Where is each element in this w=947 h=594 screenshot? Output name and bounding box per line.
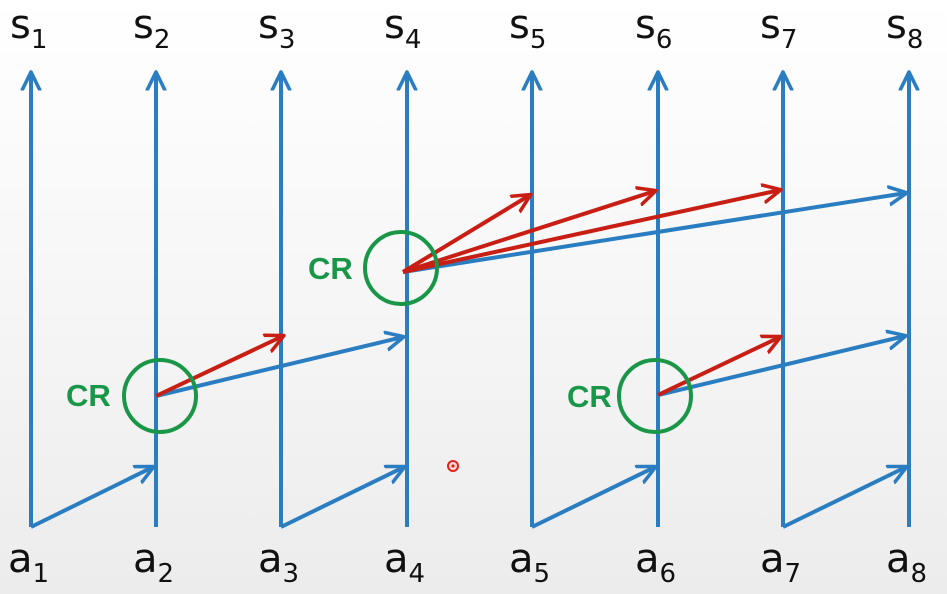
label-s2: s2 <box>133 2 170 55</box>
top-labels: s1 s2 s3 s4 s5 s6 s7 s8 <box>10 2 923 55</box>
label-s3: s3 <box>258 2 295 55</box>
red-arrow-4-5 <box>401 195 530 274</box>
carry-arrow-3-4 <box>280 467 404 529</box>
carry-arrow-7-8 <box>782 467 906 529</box>
label-a2: a2 <box>133 536 174 589</box>
bottom-labels: a1 a2 a3 a4 a5 a6 a7 a8 <box>8 536 927 589</box>
label-a8: a8 <box>886 536 927 589</box>
cr-group-6: CR <box>567 336 905 434</box>
pointer-dot <box>447 460 459 472</box>
red-arrow-6-7 <box>657 337 780 397</box>
cr-group-2: CR <box>66 336 403 434</box>
carry-arrow-5-6 <box>531 467 655 529</box>
vertical-arrows <box>31 73 909 527</box>
cr-circle-2 <box>122 358 198 434</box>
blue-propagate-2-4 <box>155 337 403 398</box>
label-a1: a1 <box>8 536 49 589</box>
red-arrow-4-6 <box>402 191 655 274</box>
label-a5: a5 <box>509 536 550 589</box>
label-s6: s6 <box>635 2 672 55</box>
cr-label-2: CR <box>66 378 111 413</box>
label-s5: s5 <box>509 2 546 55</box>
red-arrow-2-3 <box>155 336 283 398</box>
carry-arrows <box>30 467 906 529</box>
blue-propagate-4-8 <box>402 193 906 274</box>
cr-circle-6 <box>617 358 693 434</box>
label-s4: s4 <box>384 2 421 55</box>
label-s8: s8 <box>886 2 923 55</box>
red-arrow-4-7 <box>402 190 780 274</box>
cr-circle-4 <box>363 230 439 306</box>
cr-label-4: CR <box>308 251 353 286</box>
label-s1: s1 <box>10 2 47 55</box>
label-a7: a7 <box>760 536 801 589</box>
blue-propagate-6-8 <box>657 336 905 397</box>
label-a4: a4 <box>384 536 425 589</box>
label-a3: a3 <box>258 536 299 589</box>
carry-arrow-1-2 <box>30 467 153 529</box>
cr-label-6: CR <box>567 379 612 414</box>
label-a6: a6 <box>635 536 676 589</box>
cr-group-4: CR <box>308 190 906 306</box>
label-s7: s7 <box>760 2 797 55</box>
